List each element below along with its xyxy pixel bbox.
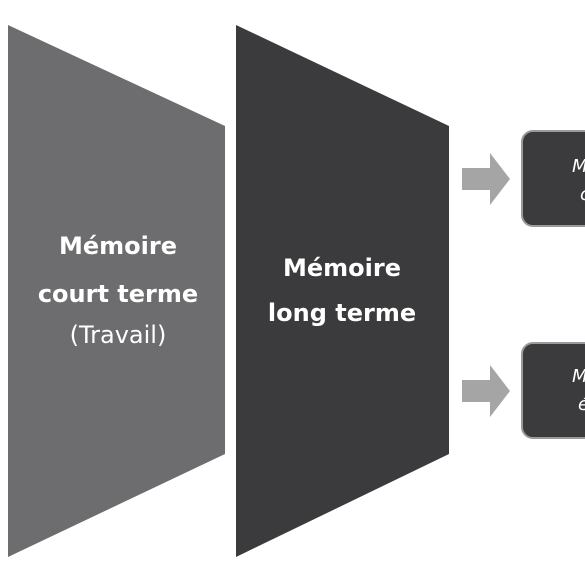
output-box-top-line1: M (572, 156, 585, 177)
short-term-label-line3: (Travail) (70, 321, 167, 349)
output-box-bottom (521, 342, 585, 439)
short-term-label-line2: court terme (38, 280, 198, 308)
long-term-label-line2: long terme (268, 299, 416, 327)
output-box-top-line2: c (580, 184, 585, 205)
long-term-label-line1: Mémoire (283, 254, 401, 282)
short-term-memory-shape (8, 25, 225, 557)
short-term-label-line1: Mémoire (59, 232, 177, 260)
output-box-bottom-line2: é (578, 394, 585, 415)
arrow-right-icon (462, 153, 510, 205)
long-term-memory-shape (236, 25, 449, 557)
output-box-top (521, 130, 585, 227)
output-box-bottom-line1: M (572, 366, 585, 387)
arrow-right-icon (462, 365, 510, 417)
